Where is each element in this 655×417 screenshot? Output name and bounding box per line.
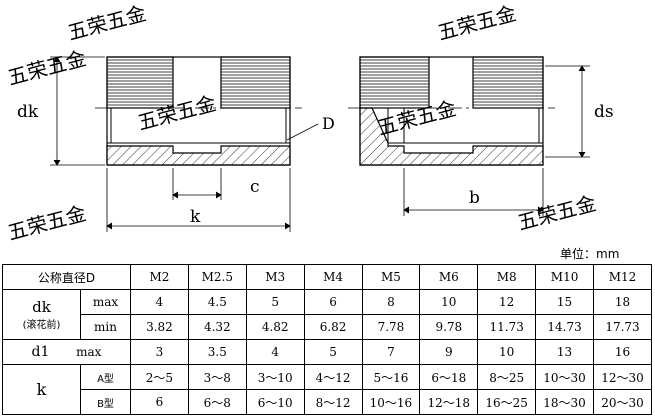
dk-label-cell: dk (滚花前) [2,289,81,340]
table-cell: 7 [361,339,421,365]
table-cell: 8～25 [477,364,537,390]
size-cell: M3 [245,264,305,290]
table-cell: 15 [535,289,594,315]
header-label: 公称直径D [2,264,131,290]
table-cell: 9.78 [419,314,479,340]
c-dim-label: c [250,177,260,197]
table-cell: 7.78 [361,314,421,340]
unit-label: 单位：mm [560,247,620,261]
table-cell: 17.73 [593,314,652,340]
spec-table: 公称直径D M2 M2.5 M3 M4 M5 M6 M8 M10 M12 dk … [2,264,652,415]
table-cell: 5～16 [361,364,421,390]
table-cell: 18～30 [535,389,594,415]
table-cell: 8 [361,289,421,315]
table-cell: 3.82 [130,314,189,340]
left-dimensions [50,56,319,232]
table-cell: 4 [130,289,189,315]
table-cell: 4.32 [187,314,247,340]
size-cell: M10 [535,264,594,290]
table-cell: 10 [477,339,537,365]
table-cell: 10～16 [361,389,421,415]
right-dimensions [403,65,590,216]
table-cell: 20～30 [593,389,652,415]
table-cell: 3 [130,339,189,365]
size-cell: M6 [419,264,479,290]
table-cell: 6.82 [303,314,363,340]
size-cell: M4 [303,264,363,290]
size-cell: M2.5 [187,264,247,290]
table-cell: 10～30 [535,364,594,390]
k-dim-label: k [190,207,201,227]
table-row: min 3.82 4.32 4.82 6.82 7.78 9.78 11.73 … [3,314,652,340]
table-cell: 4 [245,339,305,365]
table-cell: 13 [535,339,594,365]
table-cell: 14.73 [535,314,594,340]
dk-sub-label: (滚花前) [22,320,61,331]
table-cell: 8～12 [303,389,363,415]
k-a-label: A型 [80,364,131,390]
right-view [348,56,555,166]
table-cell: 6～18 [419,364,479,390]
table-cell: 6 [130,389,189,415]
table-row: d1 max 3 3.5 4 5 7 9 10 13 16 [2,339,652,365]
dk-dim-label: dk [17,102,39,122]
table-row: B型 6 6～8 6～10 8～12 10～16 12～18 16～25 18～… [3,389,652,415]
svg-text:五荣五金: 五荣五金 [5,46,88,90]
table-cell: 6～8 [187,389,247,415]
table-cell: 16～25 [477,389,537,415]
b-dim-label: b [469,188,480,208]
svg-text:五荣五金: 五荣五金 [5,201,88,245]
table-cell: 6 [303,289,363,315]
table-header-row: 公称直径D M2 M2.5 M3 M4 M5 M6 M8 M10 M12 [2,264,652,290]
left-view [95,56,302,166]
d1-label-cell: d1 max [2,339,131,365]
table-row: dk (滚花前) max 4 4.5 5 6 8 10 12 15 18 [2,289,652,340]
table-cell: 18 [593,289,652,315]
table-row: k A型 2～5 3～8 3～10 4～12 5～16 6～18 8～25 10… [2,364,652,415]
size-cell: M5 [361,264,421,290]
table-cell: 5 [245,289,305,315]
table-cell: 4～12 [303,364,363,390]
dk-max-label: max [80,289,131,315]
watermark: 五荣五金 五荣五金 五荣五金 五荣五金 五荣五金 五荣五金 五荣五金 [5,1,598,245]
dk-min-label: min [80,314,131,340]
table-cell: 4.82 [245,314,305,340]
table-cell: 5 [303,339,363,365]
table-cell: 2～5 [130,364,189,390]
table-cell: 12～18 [419,389,479,415]
size-cell: M2 [130,264,189,290]
k-b-label: B型 [80,389,131,415]
table-cell: 3.5 [187,339,247,365]
table-cell: 10 [419,289,479,315]
svg-text:五荣五金: 五荣五金 [515,191,598,235]
knurl-band-left [107,59,290,106]
table-cell: 3～8 [187,364,247,390]
D-dim-label: D [322,114,335,133]
svg-text:五荣五金: 五荣五金 [435,1,518,45]
table-cell: 12 [477,289,537,315]
knurl-band-right [360,59,543,106]
ds-dim-label: ds [594,102,614,122]
d1-max-label: max [76,345,102,359]
dk-label: dk [32,298,51,316]
table-cell: 9 [419,339,479,365]
svg-text:五荣五金: 五荣五金 [135,91,218,135]
size-cell: M8 [477,264,537,290]
d1-label: d1 [31,344,50,360]
k-label: k [2,364,81,415]
table-cell: 4.5 [187,289,247,315]
svg-text:五荣五金: 五荣五金 [65,1,148,45]
table-cell: 6～10 [245,389,305,415]
table-cell: 12～30 [593,364,652,390]
table-cell: 16 [593,339,652,365]
table-cell: 11.73 [477,314,537,340]
size-cell: M12 [593,264,652,290]
table-cell: 3～10 [245,364,305,390]
technical-drawing: 五荣五金 五荣五金 五荣五金 五荣五金 五荣五金 五荣五金 五荣五金 [5,1,614,245]
